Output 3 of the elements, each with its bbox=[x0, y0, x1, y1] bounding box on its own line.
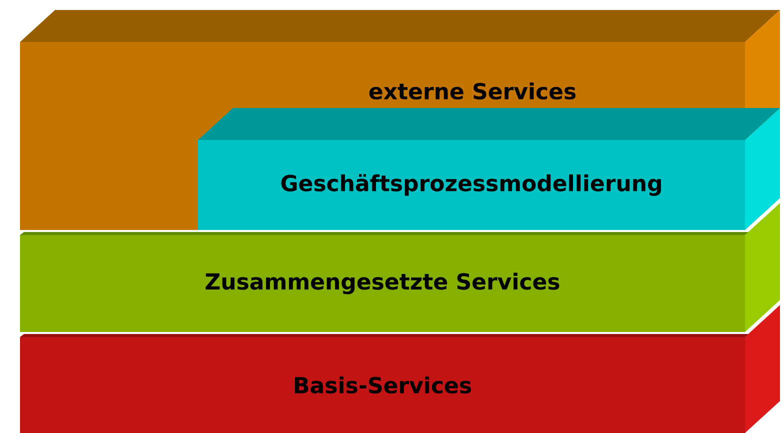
layer-block: Zusammengesetzte Services bbox=[20, 203, 780, 332]
layer-block: Geschäftsprozessmodellierung bbox=[198, 108, 780, 230]
layer-block: Basis-Services bbox=[20, 305, 780, 433]
